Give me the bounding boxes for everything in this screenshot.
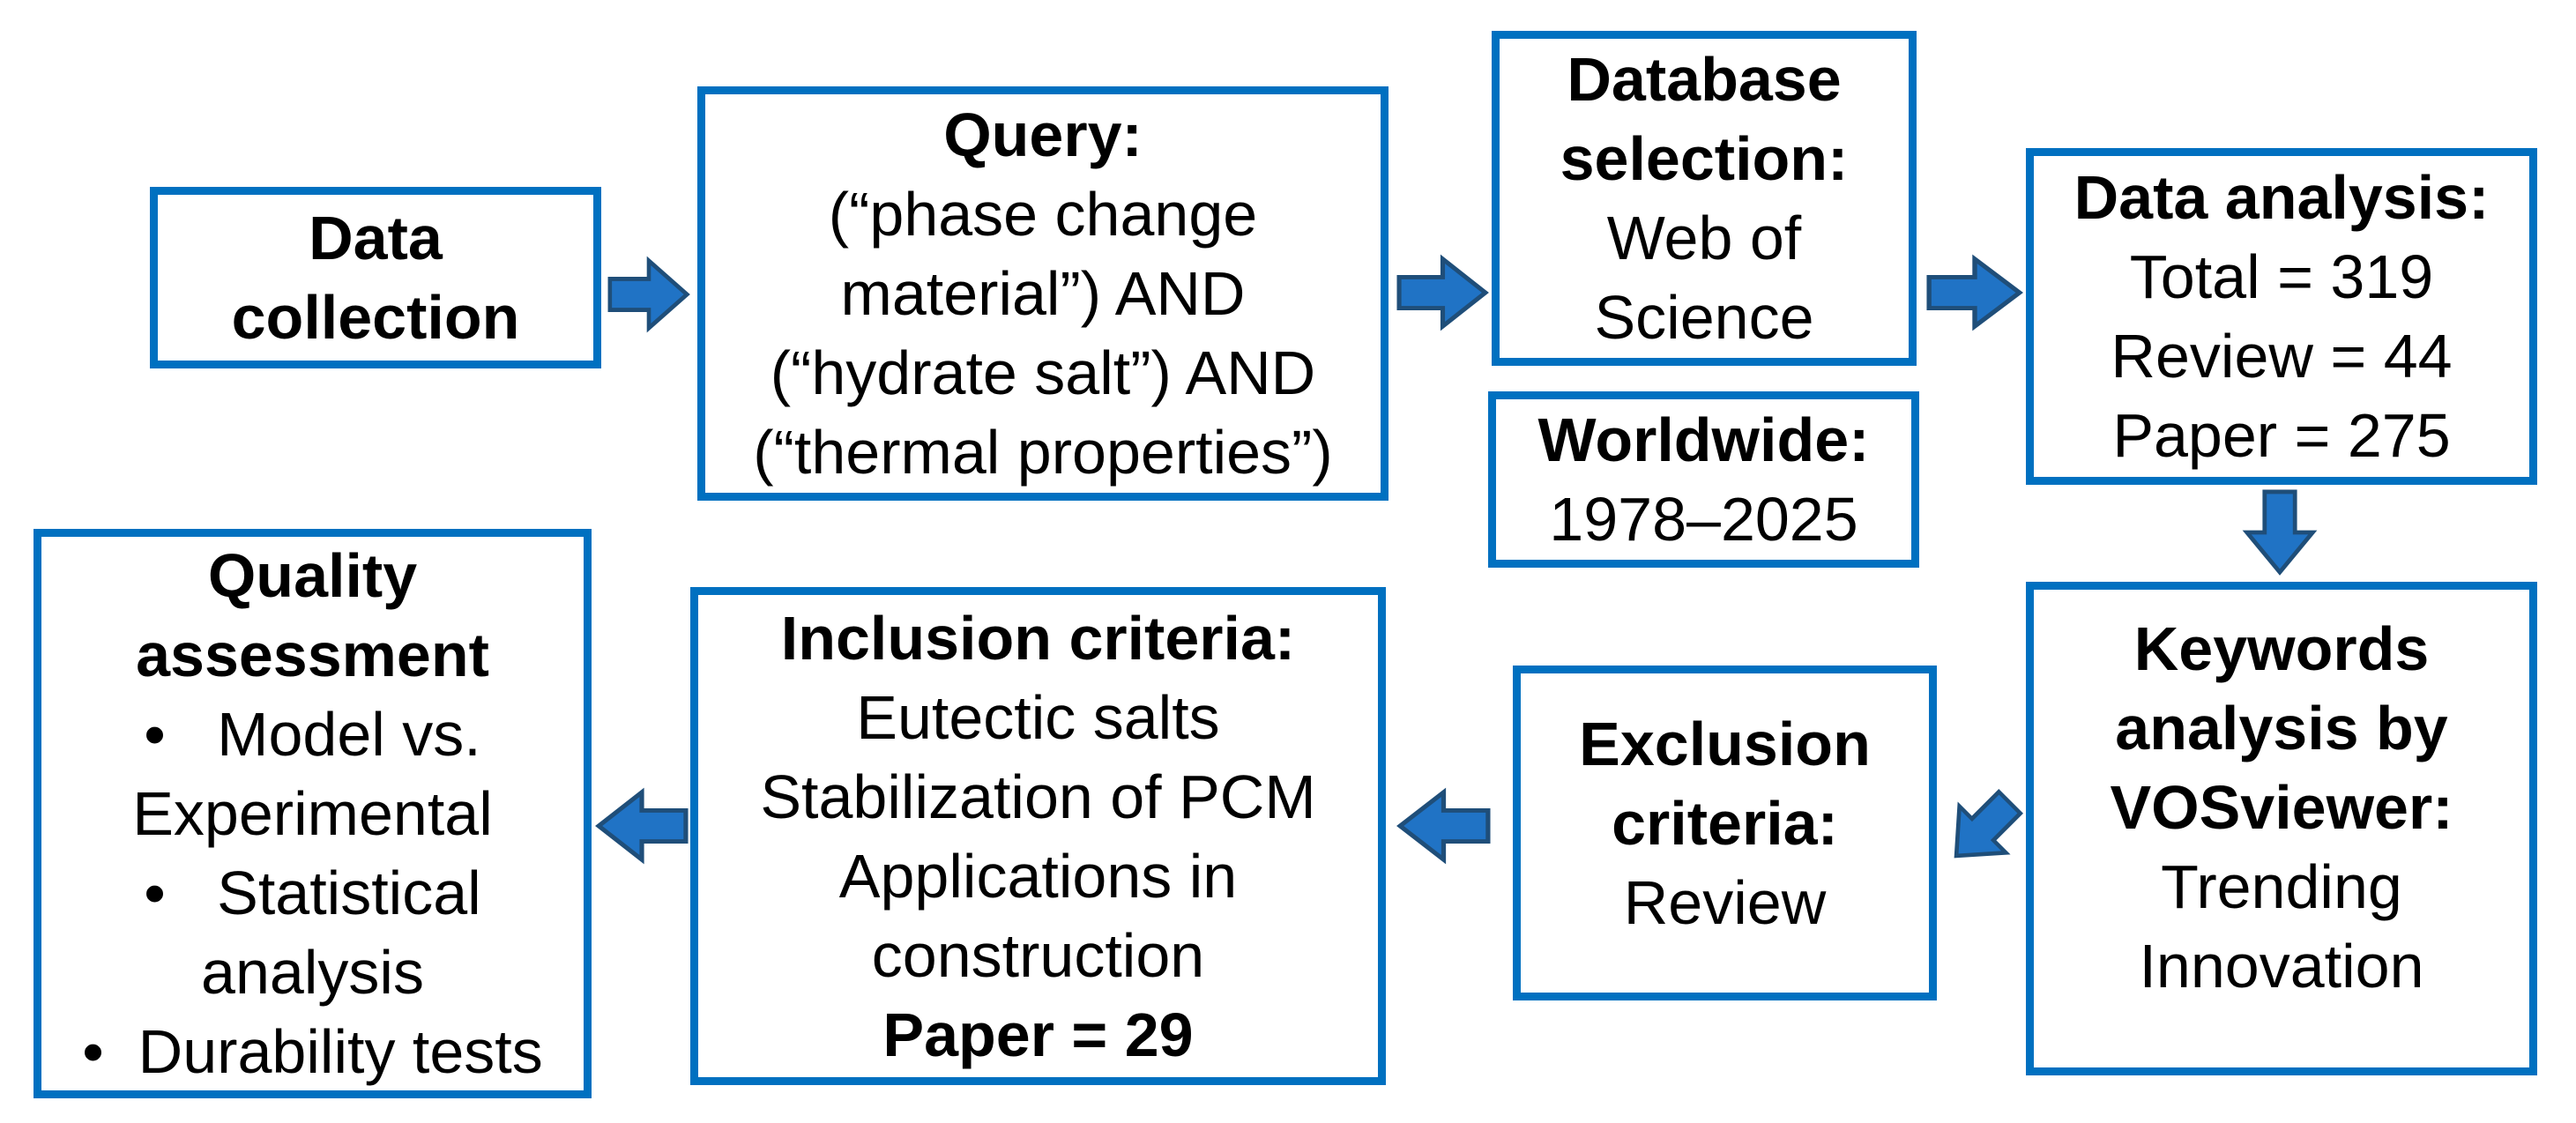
arrow-right-icon	[1396, 254, 1489, 331]
box-data-collection-line: Data	[309, 204, 443, 272]
box-inclusion-criteria-title: Inclusion criteria:	[780, 603, 1296, 673]
box-database-selection-line: Science	[1594, 283, 1814, 352]
box-keywords-analysis-title: Keywords	[2133, 614, 2430, 683]
arrow-left-icon	[1396, 787, 1491, 865]
box-inclusion-criteria-line: construction	[871, 920, 1205, 990]
arrow-right-icon	[607, 256, 690, 333]
box-query-line: (“hydrate salt”) AND	[770, 338, 1316, 407]
box-keywords-analysis-title: analysis by	[2115, 694, 2448, 762]
arrow-down-icon	[2242, 489, 2318, 576]
box-quality-assessment-bullet: Experimental	[132, 779, 493, 848]
box-quality-assessment-title: Quality	[207, 541, 418, 610]
box-worldwide: Worldwide: 1978–2025	[1488, 391, 1919, 568]
box-quality-assessment-title: assessment	[136, 621, 489, 689]
box-inclusion-criteria-line: Stabilization of PCM	[760, 762, 1316, 831]
box-keywords-analysis-title: VOSviewer:	[2110, 773, 2453, 842]
box-data-analysis-line: Paper = 275	[2112, 401, 2451, 470]
box-query-title: Query:	[943, 100, 1143, 169]
box-inclusion-criteria-line: Applications in	[838, 841, 1238, 911]
box-exclusion-criteria-title: Exclusion	[1579, 710, 1871, 778]
box-keywords-analysis-line: Innovation	[2139, 932, 2424, 1000]
box-data-collection-line: collection	[231, 283, 520, 352]
box-query: Query: (“phase change material”) AND (“h…	[697, 86, 1389, 501]
box-data-analysis-line: Total = 319	[2129, 242, 2434, 311]
arrow-down-left-icon	[1928, 775, 2037, 884]
box-keywords-analysis: Keywords analysis by VOSviewer: Trending…	[2026, 582, 2537, 1075]
box-database-selection: Database selection: Web of Science	[1492, 31, 1917, 366]
box-inclusion-criteria-count: Paper = 29	[882, 1000, 1194, 1069]
box-exclusion-criteria-line: Review	[1623, 868, 1827, 937]
box-database-selection-title: selection:	[1560, 124, 1849, 193]
box-inclusion-criteria-line: Eutectic salts	[856, 682, 1220, 752]
arrow-right-icon	[1926, 254, 2023, 331]
box-database-selection-title: Database	[1567, 45, 1842, 114]
box-quality-assessment-bullet: • Model vs.	[144, 700, 481, 769]
box-data-analysis-title: Data analysis:	[2073, 163, 2490, 232]
box-keywords-analysis-line: Trending	[2161, 852, 2402, 921]
box-quality-assessment-bullet: analysis	[201, 938, 424, 1007]
box-data-analysis: Data analysis: Total = 319 Review = 44 P…	[2026, 148, 2537, 485]
box-quality-assessment-bullet: • Statistical	[144, 859, 481, 927]
box-worldwide-title: Worldwide:	[1537, 405, 1870, 474]
box-query-line: (“phase change	[828, 180, 1258, 249]
box-query-line: (“thermal properties”)	[753, 418, 1333, 487]
box-data-analysis-line: Review = 44	[2111, 322, 2453, 390]
box-exclusion-criteria: Exclusion criteria: Review	[1513, 666, 1937, 1000]
box-inclusion-criteria: Inclusion criteria: Eutectic salts Stabi…	[690, 587, 1386, 1085]
box-quality-assessment-bullet: • Durability tests	[82, 1017, 543, 1086]
arrow-left-icon	[595, 787, 689, 865]
box-quality-assessment: Quality assessment • Model vs. Experimen…	[34, 529, 592, 1098]
box-data-collection: Data collection	[150, 187, 601, 368]
box-worldwide-line: 1978–2025	[1549, 485, 1858, 554]
box-database-selection-line: Web of	[1606, 204, 1802, 272]
box-query-line: material”) AND	[840, 259, 1246, 328]
box-exclusion-criteria-title: criteria:	[1612, 789, 1838, 858]
